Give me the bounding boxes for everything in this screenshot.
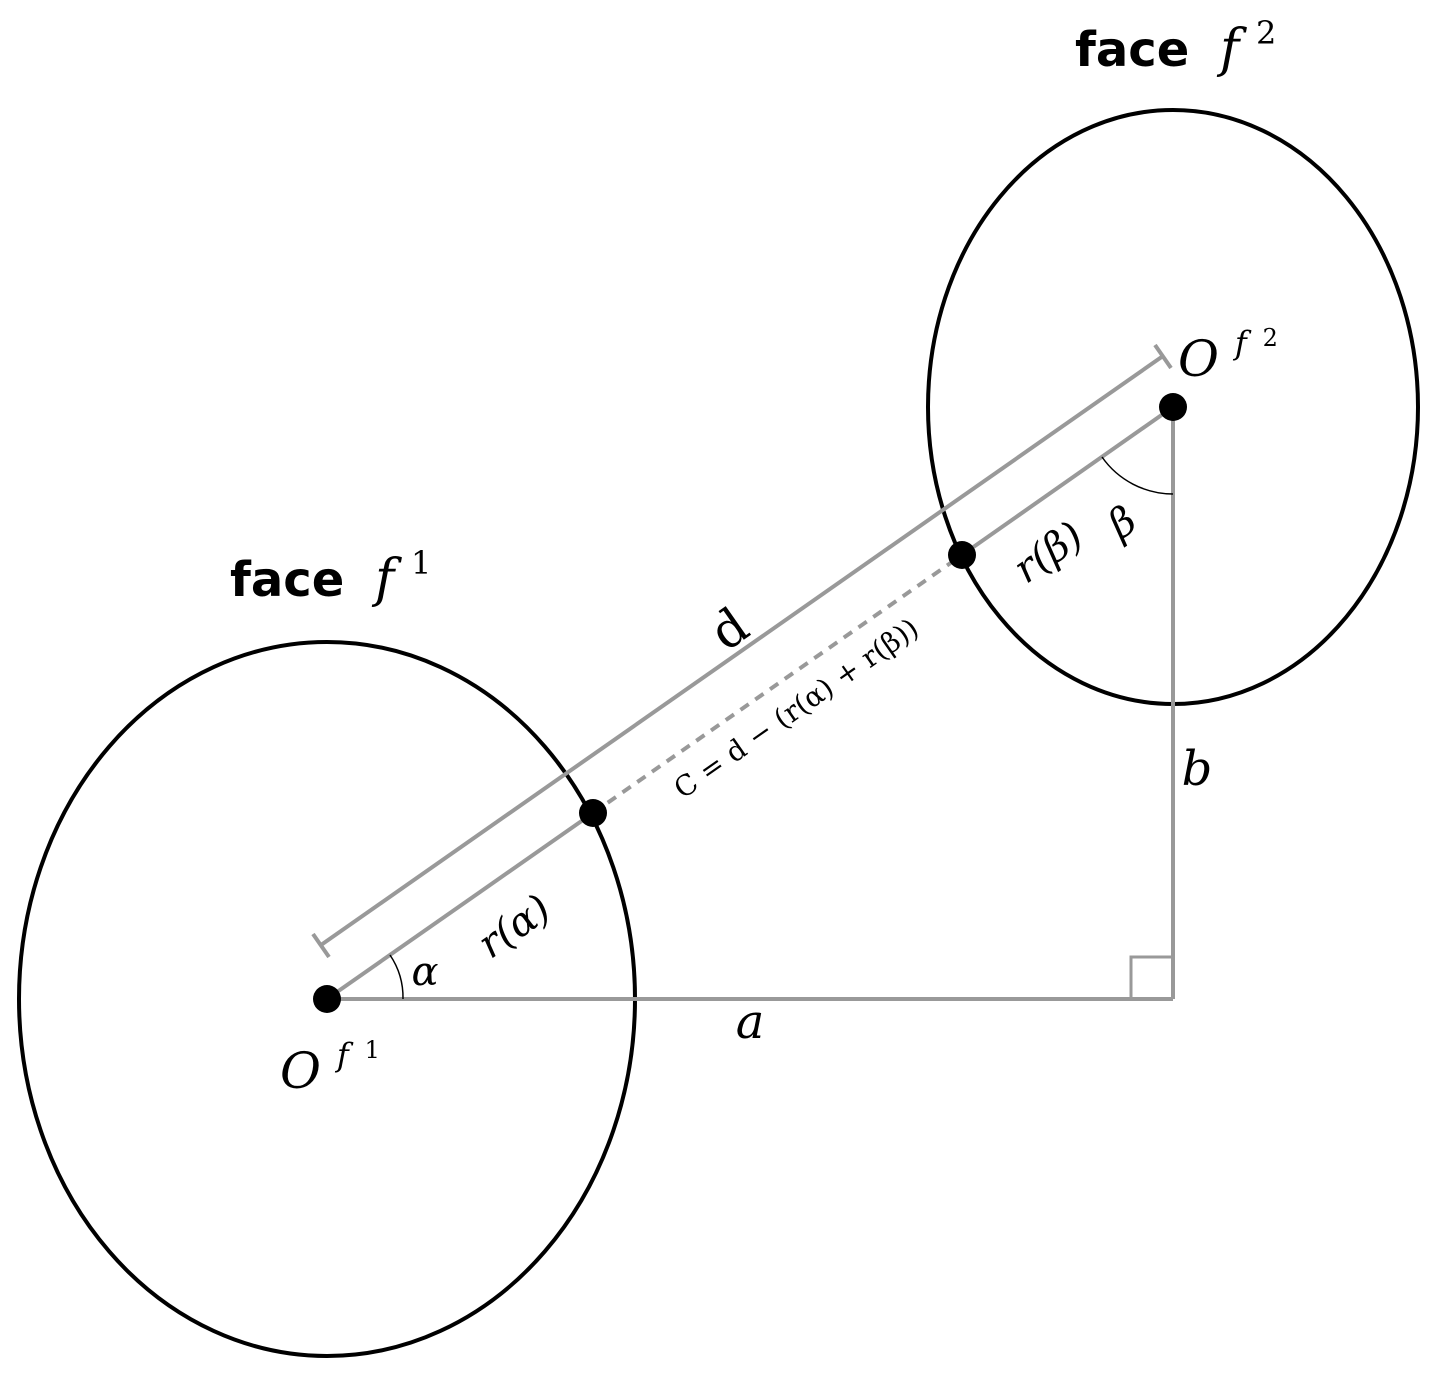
distance-d-line [319,354,1165,947]
leg-a-label: a [736,994,765,1050]
origin-2-label: O f 2 [1178,308,1278,388]
gap-formula-label: C = d − (r(α) + r(β)) [668,612,925,806]
distance-d-endcap-right [1153,343,1173,370]
r-beta-label: r(β) [1005,513,1092,593]
leg-b-label: b [1182,741,1213,797]
gap-dashed-segment [591,553,964,815]
r-alpha-label: r(α) [470,886,560,968]
beta-label: β [1098,497,1145,549]
alpha-label: α [411,949,438,995]
origin-1-label: O f 1 [280,1020,380,1100]
boundary-point-2 [948,541,976,569]
alpha-angle-arc [389,954,404,1000]
r-alpha-segment [325,811,595,1001]
face-1-title: face f 1 [230,544,431,609]
r-beta-segment [960,405,1175,557]
right-angle-marker [1129,955,1173,999]
face-2-title: face f 2 [1075,14,1276,79]
distance-d-label: d [700,596,759,662]
distance-d-endcap-left [311,932,331,959]
origin-1-point [313,985,341,1013]
origin-2-point [1159,393,1187,421]
beta-angle-arc [1101,456,1174,495]
boundary-point-1 [579,799,607,827]
